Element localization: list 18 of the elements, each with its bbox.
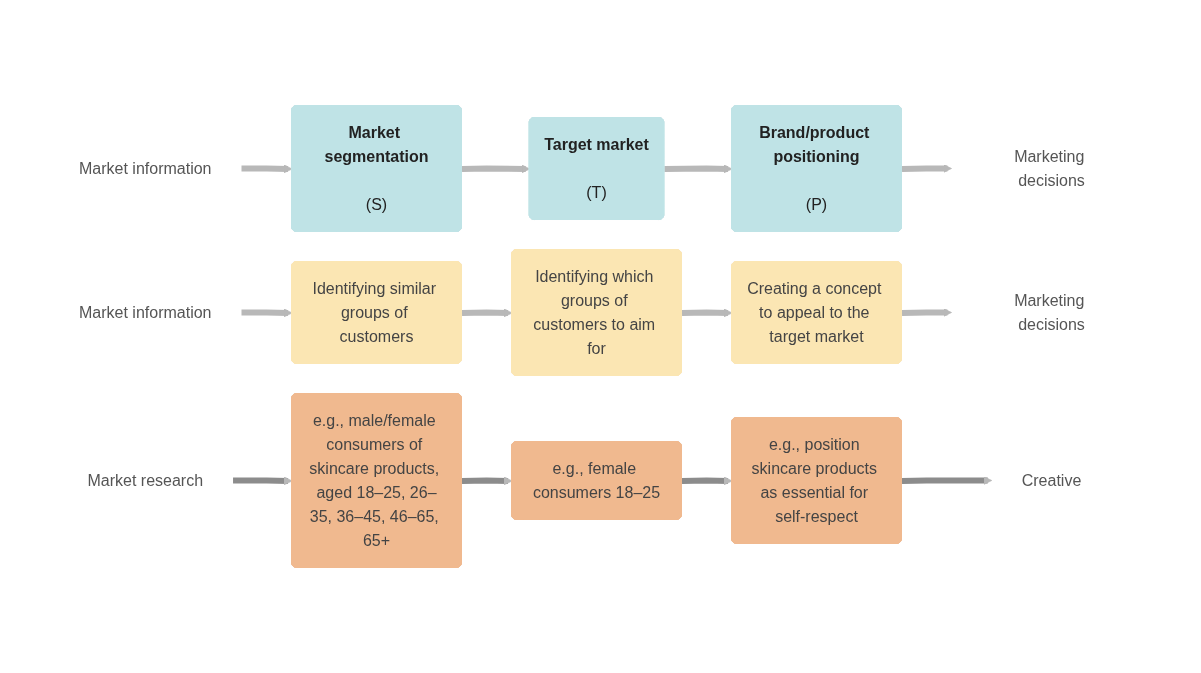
arrow bbox=[902, 308, 953, 317]
node-text: Market information bbox=[79, 303, 212, 321]
arrow bbox=[233, 476, 293, 486]
node-text: Market research bbox=[87, 471, 204, 489]
arrow bbox=[664, 164, 733, 174]
arrow bbox=[462, 164, 531, 174]
node-text: Creative bbox=[1021, 471, 1082, 489]
node-text: Marketing decisions bbox=[1014, 291, 1086, 333]
arrow bbox=[682, 308, 733, 318]
node-text: Market information bbox=[79, 159, 212, 177]
arrow bbox=[902, 476, 993, 485]
arrow bbox=[462, 476, 513, 486]
arrow bbox=[462, 308, 513, 318]
arrow bbox=[902, 164, 953, 173]
arrow bbox=[682, 476, 733, 486]
node-text: Marketing decisions bbox=[1014, 147, 1086, 189]
arrow bbox=[241, 164, 293, 174]
arrow bbox=[241, 308, 293, 318]
